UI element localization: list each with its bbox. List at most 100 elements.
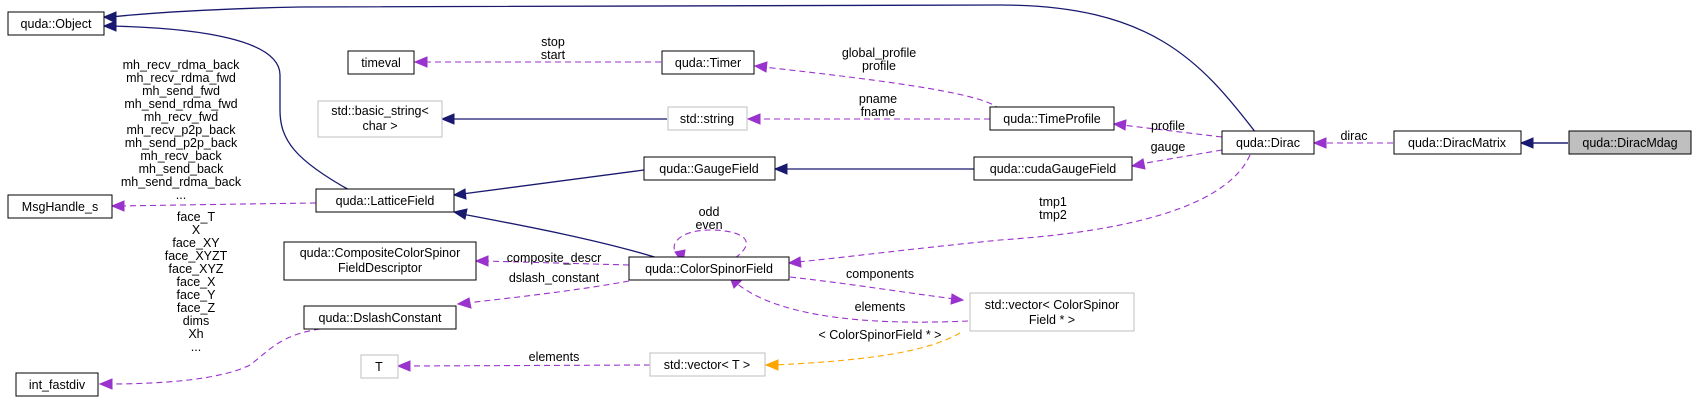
node-label: int_fastdiv — [29, 378, 86, 392]
edge-label: face_XYZ — [169, 262, 224, 276]
node-label: T — [375, 360, 383, 374]
node-label: quda::DiracMdag — [1582, 136, 1677, 150]
node-label-line2: FieldDescriptor — [338, 261, 422, 275]
node-label: quda::GaugeField — [659, 162, 758, 176]
label-vector-csf: elements — [855, 300, 906, 314]
node-label: quda::Timer — [675, 56, 741, 70]
node-timeprofile[interactable]: quda::TimeProfile — [989, 106, 1115, 131]
edge-latticefield-msghandle — [119, 202, 317, 207]
arrowhead — [773, 163, 788, 175]
label-timer-timeval: stop start — [541, 35, 566, 62]
node-string[interactable]: std::string — [667, 106, 748, 131]
arrowhead — [1112, 119, 1127, 131]
edge-label: stop — [541, 35, 565, 49]
arrowhead — [1519, 137, 1534, 149]
edge-dirac-cudagaugefield — [1139, 149, 1223, 165]
node-label: timeval — [361, 56, 401, 70]
node-timeval[interactable]: timeval — [347, 50, 415, 75]
edge-label: mh_recv_fwd — [144, 110, 218, 124]
edge-label: face_Y — [177, 288, 217, 302]
node-colorspinorfield[interactable]: quda::ColorSpinorField — [628, 256, 790, 281]
node-int-fastdiv[interactable]: int_fastdiv — [15, 372, 99, 397]
arrowhead — [1130, 158, 1146, 170]
node-label: quda::cudaGaugeField — [990, 162, 1117, 176]
edge-label: tmp2 — [1039, 208, 1067, 222]
edge-label: even — [695, 218, 722, 232]
label-diracmatrix-dirac: dirac — [1340, 129, 1367, 143]
arrowhead — [98, 378, 113, 390]
edge-label: face_XY — [172, 236, 220, 250]
label-latticefield-msghandle: mh_recv_rdma_back mh_recv_rdma_fwd mh_se… — [121, 58, 242, 202]
edge-label: pname — [859, 92, 897, 106]
arrowhead — [102, 11, 117, 24]
edge-dirac-timeprofile — [1121, 124, 1223, 138]
label-timeprofile-timer: global_profile profile — [842, 46, 916, 73]
edge-csf-dslashconstant — [465, 280, 630, 304]
label-dirac-timeprofile: profile — [1151, 119, 1185, 133]
edge-label: start — [541, 48, 566, 62]
edge-label: mh_send_rdma_fwd — [124, 97, 237, 111]
arrowhead — [753, 61, 768, 73]
node-diracmatrix[interactable]: quda::DiracMatrix — [1393, 130, 1522, 155]
node-t[interactable]: T — [360, 354, 399, 379]
arrowhead — [1312, 137, 1327, 149]
arrowhead — [452, 208, 468, 220]
edge-dslash-intfastdiv — [107, 328, 321, 385]
edge-label: mh_recv_p2p_back — [126, 123, 236, 137]
node-label-line1: quda::CompositeColorSpinor — [300, 246, 461, 260]
node-label-line2: Field * > — [1029, 313, 1075, 327]
node-label: std::vector< T > — [664, 358, 750, 372]
edge-gaugefield-latticefield — [461, 169, 645, 195]
arrowhead — [413, 56, 428, 68]
node-label-line1: std::vector< ColorSpinor — [985, 298, 1119, 312]
node-msghandle[interactable]: MsgHandle_s — [7, 194, 113, 219]
node-cudagaugefield[interactable]: quda::cudaGaugeField — [973, 156, 1133, 181]
arrowhead — [440, 113, 455, 125]
label-vectort-vectorcsf: < ColorSpinorField * > — [819, 328, 942, 342]
edge-label: face_T — [177, 210, 216, 224]
arrowhead — [787, 256, 802, 268]
edge-label: face_X — [177, 275, 217, 289]
node-label: quda::Dirac — [1236, 136, 1300, 150]
node-object[interactable]: quda::Object — [7, 11, 105, 36]
edge-vectorcsf-csf — [734, 281, 969, 323]
edge-label: mh_send_back — [139, 162, 225, 176]
edge-label: mh_recv_back — [140, 149, 222, 163]
edge-csf-latticefield — [461, 213, 662, 260]
node-dslashconstant[interactable]: quda::DslashConstant — [303, 305, 457, 330]
node-timer[interactable]: quda::Timer — [661, 50, 755, 75]
edge-label: tmp1 — [1039, 195, 1067, 209]
edge-label: face_XYZT — [165, 249, 228, 263]
node-label: std::string — [680, 112, 734, 126]
node-compositedesc[interactable]: quda::CompositeColorSpinor FieldDescript… — [283, 241, 477, 281]
edge-label: global_profile — [842, 46, 916, 60]
arrowhead — [746, 113, 761, 125]
node-label: quda::LatticeField — [336, 194, 435, 208]
arrowhead — [102, 20, 117, 32]
label-dirac-csf: tmp1 tmp2 — [1039, 195, 1067, 222]
label-timeprofile-string: pname fname — [859, 92, 897, 119]
arrowhead — [474, 255, 489, 267]
edge-vectort-t — [405, 364, 651, 367]
node-latticefield[interactable]: quda::LatticeField — [315, 188, 455, 213]
arrowhead — [764, 359, 779, 371]
edge-vectort-vectorcsf — [773, 332, 961, 366]
node-dirac[interactable]: quda::Dirac — [1221, 130, 1315, 155]
label-vectort-t: elements — [529, 350, 580, 364]
node-gaugefield[interactable]: quda::GaugeField — [643, 156, 776, 181]
edge-timeprofile-timer — [762, 66, 1001, 111]
edge-label: dims — [183, 314, 209, 328]
edge-csf-vectorcsf — [789, 276, 956, 300]
edge-label: mh_recv_rdma_fwd — [126, 71, 236, 85]
edge-dirac-csf — [796, 154, 1251, 263]
edge-label: mh_send_rdma_back — [121, 175, 242, 189]
label-csf-vector: components — [846, 267, 914, 281]
node-vector-colorspinorfield[interactable]: std::vector< ColorSpinor Field * > — [969, 292, 1135, 332]
edge-label: mh_send_p2p_back — [125, 136, 238, 150]
node-vector-t[interactable]: std::vector< T > — [649, 352, 766, 377]
node-diracmdag[interactable]: quda::DiracMdag — [1568, 130, 1692, 155]
edge-label: ... — [176, 188, 186, 202]
node-basic-string[interactable]: std::basic_string< char > — [317, 100, 443, 138]
